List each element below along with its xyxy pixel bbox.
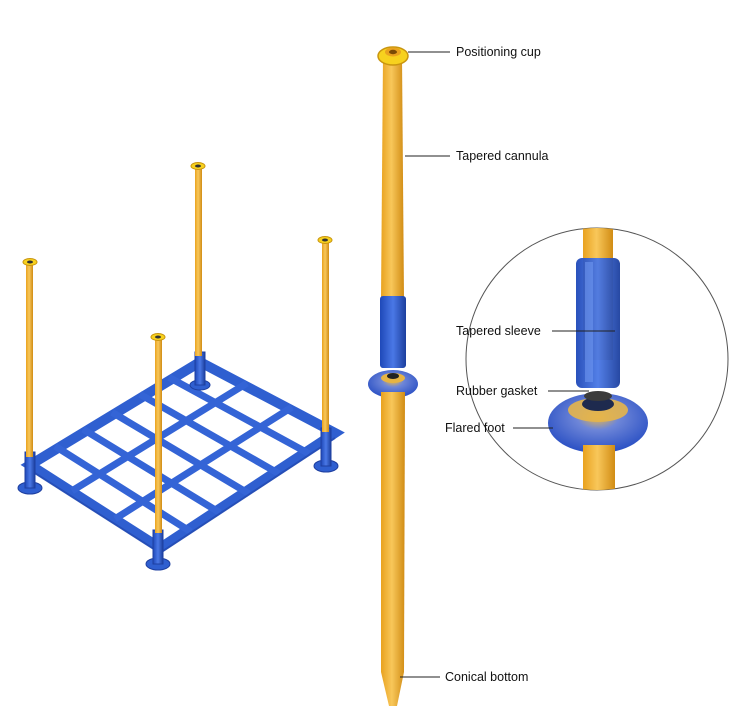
removable-post: [368, 46, 418, 706]
post-sleeve: [380, 296, 406, 368]
label-flared-foot: Flared foot: [445, 421, 505, 435]
post-lower-cannula: [381, 392, 405, 706]
stacking-rack: [17, 162, 345, 571]
rack-post-right: [322, 240, 329, 432]
rack-posts: [22, 162, 333, 533]
label-tapered-sleeve: Tapered sleeve: [456, 324, 541, 338]
rack-post-back: [195, 166, 202, 356]
post-upper-cannula: [381, 56, 404, 300]
leader-lines: [400, 51, 615, 678]
rack-feet: [17, 351, 339, 571]
label-positioning-cup: Positioning cup: [456, 45, 541, 59]
label-tapered-cannula: Tapered cannula: [456, 149, 549, 163]
label-conical-bottom: Conical bottom: [445, 670, 529, 684]
rack-post-front: [155, 337, 162, 533]
detail-magnifier: [465, 227, 729, 491]
post-flared-foot: [368, 370, 418, 398]
label-rubber-gasket: Rubber gasket: [456, 384, 538, 398]
rack-grid-shade: [29, 437, 336, 554]
rack-post-left: [26, 262, 33, 457]
